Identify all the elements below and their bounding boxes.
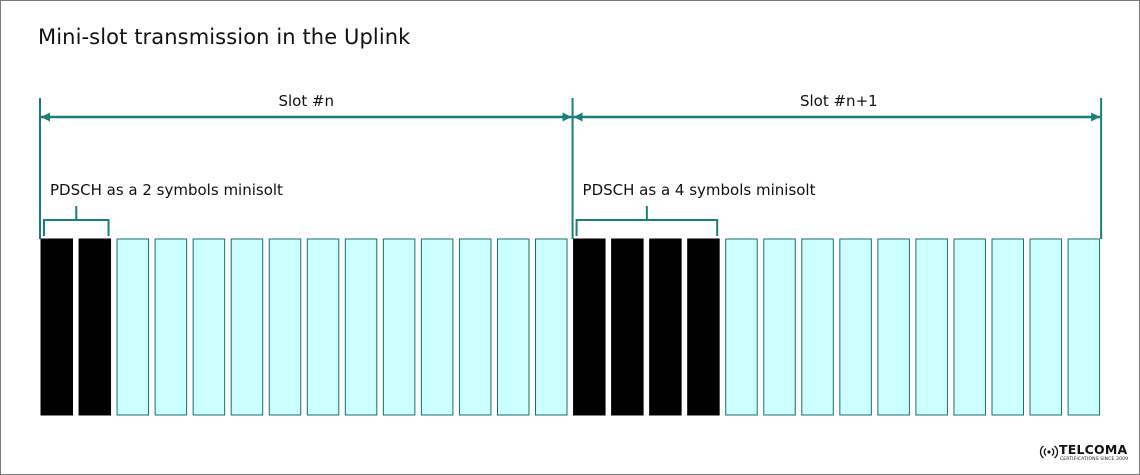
slot-symbol xyxy=(915,238,948,416)
telcoma-logo: TELCOMA CERTIFICATIONS SINCE 2009 xyxy=(1039,442,1135,470)
slot-symbol xyxy=(953,238,986,416)
minislot-bracket xyxy=(43,206,110,236)
slot-symbol xyxy=(306,238,340,416)
diagram-title: Mini-slot transmission in the Uplink xyxy=(38,25,411,49)
slot-symbol xyxy=(192,238,226,416)
slot-symbol xyxy=(801,238,834,416)
slot-symbol xyxy=(763,238,796,416)
slot-symbol xyxy=(877,238,910,416)
logo-brand: TELCOMA xyxy=(1059,442,1128,457)
slot-symbol xyxy=(535,238,568,416)
logo-tagline: CERTIFICATIONS SINCE 2009 xyxy=(1060,457,1129,462)
slot-symbol xyxy=(344,238,378,416)
minislot-symbol xyxy=(649,238,682,416)
slot-symbol xyxy=(458,238,492,416)
signal-waves-icon xyxy=(1039,445,1059,459)
slot-symbol xyxy=(382,238,416,416)
minislot-bracket xyxy=(575,206,719,236)
slot-symbol xyxy=(1067,238,1101,416)
minislot-symbol xyxy=(573,238,606,416)
minislot-4-symbols-label: PDSCH as a 4 symbols minisolt xyxy=(582,181,816,199)
slot-symbol xyxy=(496,238,530,416)
slot-symbol xyxy=(154,238,188,416)
slot-symbol xyxy=(420,238,454,416)
slot-symbol xyxy=(839,238,872,416)
minislot-symbol xyxy=(611,238,644,416)
slot-symbol xyxy=(268,238,302,416)
slot-symbol xyxy=(725,238,758,416)
minislot-2-symbols-label: PDSCH as a 2 symbols minisolt xyxy=(50,181,283,199)
slot-symbol xyxy=(991,238,1024,416)
slot-n-plus-1-label: Slot #n+1 xyxy=(799,92,878,110)
slot-symbol xyxy=(116,238,150,416)
minislot-symbol xyxy=(687,238,720,416)
minislot-symbol xyxy=(40,238,73,416)
minislot-symbol xyxy=(78,238,112,416)
slot-n-label: Slot #n xyxy=(278,92,335,110)
slot-symbol xyxy=(230,238,264,416)
slot-symbol xyxy=(1029,238,1063,416)
